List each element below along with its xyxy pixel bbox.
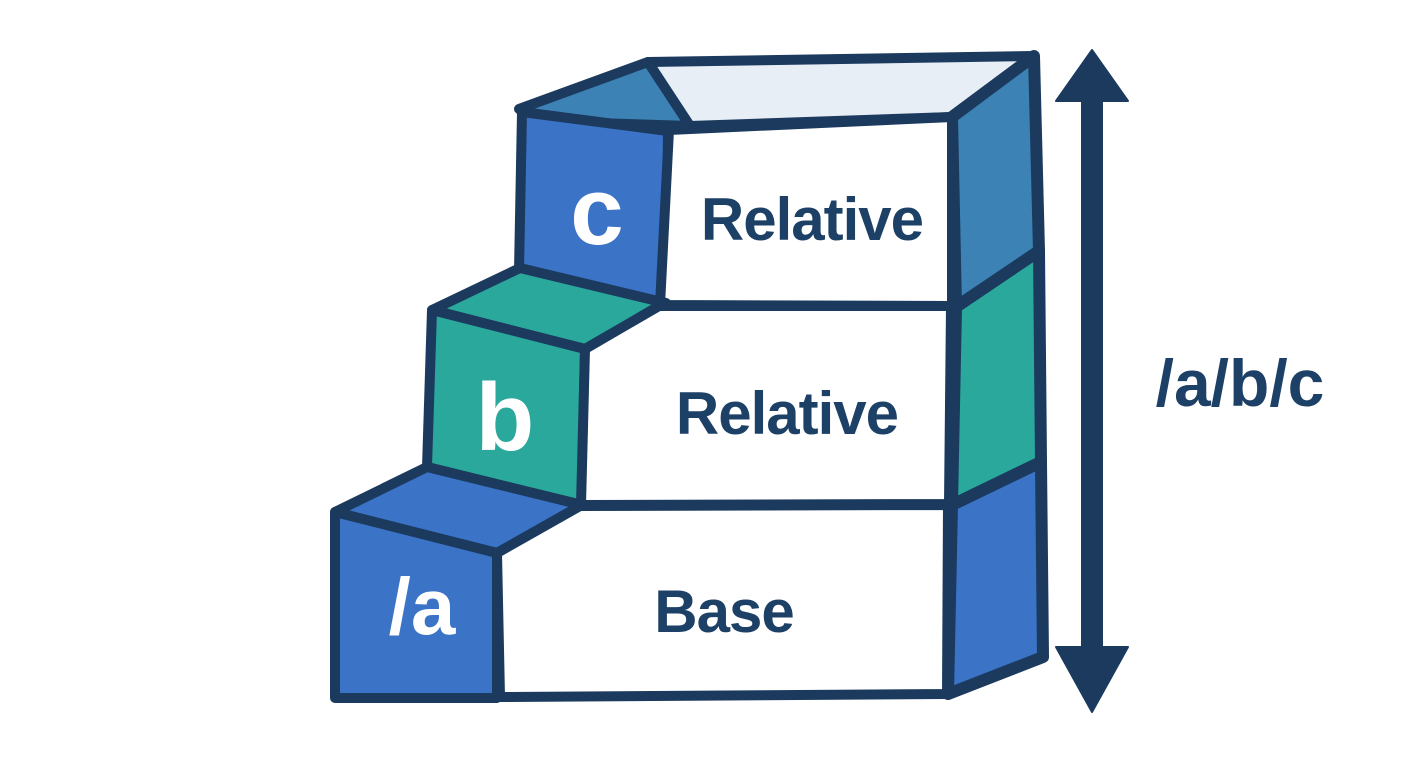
block-a-front-label: Base — [654, 578, 793, 645]
block-c-front-label: Relative — [701, 186, 923, 253]
block-b-front-face — [576, 301, 956, 510]
block-a-front-face — [492, 500, 953, 702]
dimension-arrow-head-down — [1055, 646, 1129, 713]
block-b-side-label: b — [476, 364, 535, 471]
block-c-side-label: c — [570, 158, 623, 265]
dimension-arrow-head-up — [1055, 49, 1129, 102]
block-b-front-label: Relative — [676, 380, 898, 447]
right-side-face-bottom — [942, 456, 1049, 700]
block-a-side-label: /a — [389, 562, 456, 651]
dimension-arrow — [1055, 49, 1129, 713]
dimension-label: /a/b/c — [1156, 346, 1325, 420]
dimension-arrow-shaft — [1081, 95, 1103, 651]
